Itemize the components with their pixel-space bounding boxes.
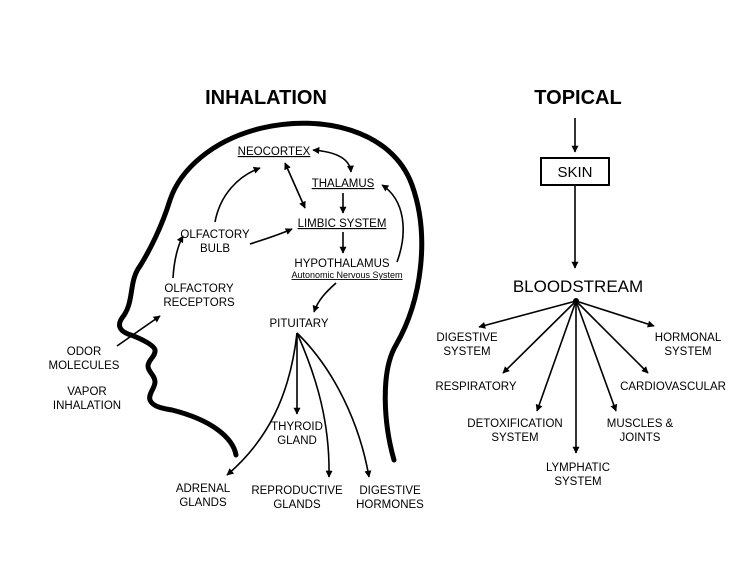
detoxification-system-label-line2: SYSTEM <box>491 432 538 444</box>
arrow-bulb-to-neocortex <box>214 166 261 223</box>
odor-molecules-label-line1: ODOR <box>67 346 102 358</box>
arrow-receptors-to-bulb <box>172 235 184 279</box>
arrow-pituitary-to-adrenal <box>226 332 298 476</box>
arrow-to-cardiovascular <box>575 300 649 374</box>
bloodstream-label: BLOODSTREAM <box>513 277 643 296</box>
inhalation-title: INHALATION <box>205 87 327 109</box>
olfactory-receptors-label-line1: OLFACTORY <box>164 283 234 295</box>
thyroid-gland-label-line2: GLAND <box>277 435 317 447</box>
arrow-hypothalamus-to-thalamus <box>381 184 404 263</box>
thalamus-label: THALAMUS <box>312 178 375 190</box>
autonomic-nervous-system-label: Autonomic Nervous System <box>291 270 402 280</box>
olfactory-bulb-label-line1: OLFACTORY <box>180 229 250 241</box>
cardiovascular-label: CARDIOVASCULAR <box>620 381 726 393</box>
arrow-to-respiratory <box>502 300 577 374</box>
thyroid-gland-label-line1: THYROID <box>271 421 323 433</box>
digestive-hormones-label-line1: DIGESTIVE <box>359 485 421 497</box>
hormonal-system-label-line1: HORMONAL <box>655 332 722 344</box>
reproductive-glands-label-line1: REPRODUCTIVE <box>251 485 343 497</box>
muscles-joints-label-line1: MUSCLES & <box>607 418 674 430</box>
arrow-to-detoxification <box>535 300 577 412</box>
digestive-system-label-line1: DIGESTIVE <box>436 332 498 344</box>
reproductive-glands-label-line2: GLANDS <box>273 499 321 511</box>
arrow-to-digestive-system <box>478 300 577 329</box>
olfactory-bulb-label-line2: BULB <box>200 243 230 255</box>
hypothalamus-label: HYPOTHALAMUS <box>294 258 390 270</box>
skin-box <box>540 157 610 186</box>
neocortex-label: NEOCORTEX <box>238 146 311 158</box>
arrow-hypothalamus-to-pituitary <box>312 282 337 313</box>
lymphatic-system-label-line1: LYMPHATIC <box>546 462 610 474</box>
olfactory-receptors-label-line2: RECEPTORS <box>163 297 235 309</box>
arrow-neocortex-limbic <box>284 162 306 209</box>
hormonal-system-label-line2: SYSTEM <box>664 346 711 358</box>
vapor-inhalation-label-line2: INHALATION <box>53 400 121 412</box>
arrow-pituitary-to-reproductive <box>296 332 333 478</box>
pituitary-label: PITUITARY <box>270 318 329 330</box>
vapor-inhalation-label-line1: VAPOR <box>67 386 106 398</box>
adrenal-glands-label-line2: GLANDS <box>179 497 227 509</box>
digestive-system-label-line2: SYSTEM <box>443 346 490 358</box>
arrow-to-muscles-joints <box>575 300 618 412</box>
limbic-system-label: LIMBIC SYSTEM <box>298 218 387 230</box>
arrow-pituitary-to-digestive <box>296 332 372 478</box>
lymphatic-system-label-line2: SYSTEM <box>554 476 601 488</box>
topical-title: TOPICAL <box>534 87 621 109</box>
arrow-neocortex-thalamus <box>312 147 354 173</box>
skin-label: SKIN <box>557 164 592 181</box>
digestive-hormones-label-line2: HORMONES <box>356 499 424 511</box>
muscles-joints-label-line2: JOINTS <box>620 432 661 444</box>
arrow-odor-to-receptors <box>116 315 161 347</box>
adrenal-glands-label-line1: ADRENAL <box>176 483 231 495</box>
head-silhouette <box>117 120 425 463</box>
respiratory-label: RESPIRATORY <box>435 381 516 393</box>
detoxification-system-label-line1: DETOXIFICATION <box>467 418 562 430</box>
odor-molecules-label-line2: MOLECULES <box>49 360 120 372</box>
arrow-bulb-to-limbic <box>249 228 293 245</box>
arrow-to-hormonal-system <box>575 300 655 328</box>
